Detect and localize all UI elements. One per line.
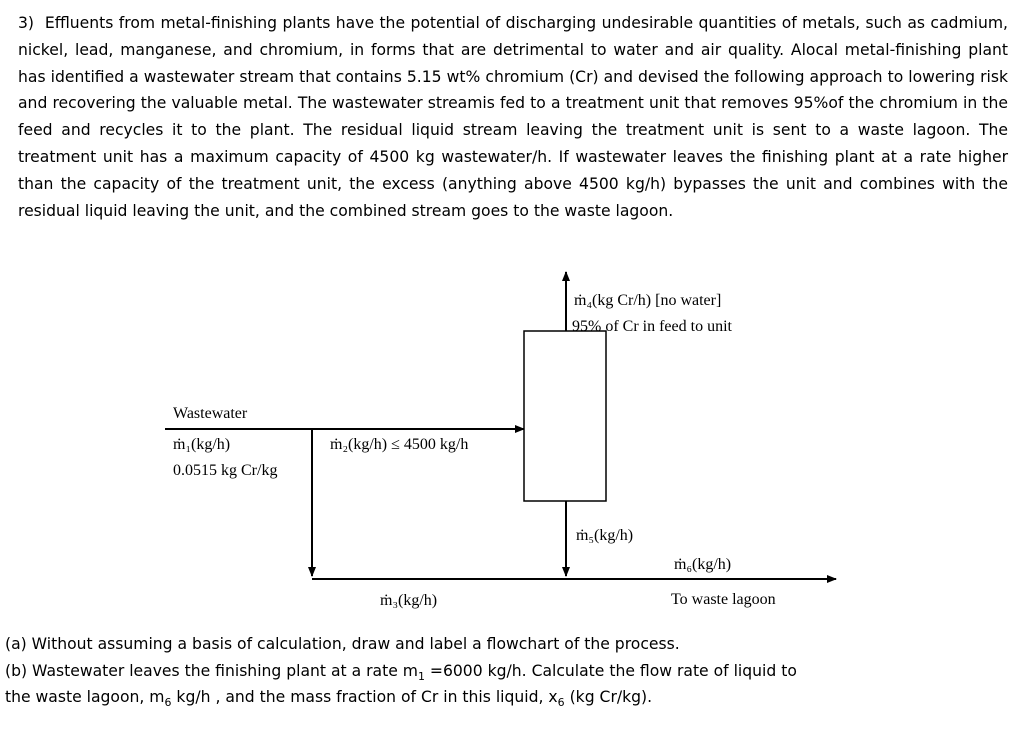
- m6-label: ṁ₆(kg/h): [674, 556, 731, 573]
- question-b-line2: the waste lagoon, m6 kg/h , and the mass…: [5, 688, 653, 710]
- treatment-unit: [523, 330, 607, 502]
- problem-text: Effluents from metal-finishing plants ha…: [18, 14, 1009, 220]
- m2-label: ṁ₂(kg/h) ≤ 4500 kg/h: [330, 436, 468, 453]
- m5-label: ṁ₅(kg/h): [576, 527, 633, 544]
- question-a: (a) Without assuming a basis of calculat…: [5, 635, 680, 653]
- m4-note: 95% of Cr in feed to unit: [572, 318, 733, 335]
- questions: (a) Without assuming a basis of calculat…: [5, 631, 1005, 711]
- m3-label: ṁ₃(kg/h): [380, 592, 437, 609]
- problem-number: 3): [18, 14, 35, 32]
- m1-note: 0.0515 kg Cr/kg: [173, 462, 277, 479]
- m6-note: To waste lagoon: [671, 591, 776, 608]
- m1-label: ṁ₁(kg/h): [173, 436, 230, 453]
- wastewater-label: Wastewater: [173, 405, 248, 422]
- question-b: (b) Wastewater leaves the finishing plan…: [5, 661, 797, 683]
- m4-label: ṁ₄(kg Cr/h) [no water]: [574, 292, 721, 309]
- problem-statement: 3) Effluents from metal-finishing plants…: [18, 10, 1008, 224]
